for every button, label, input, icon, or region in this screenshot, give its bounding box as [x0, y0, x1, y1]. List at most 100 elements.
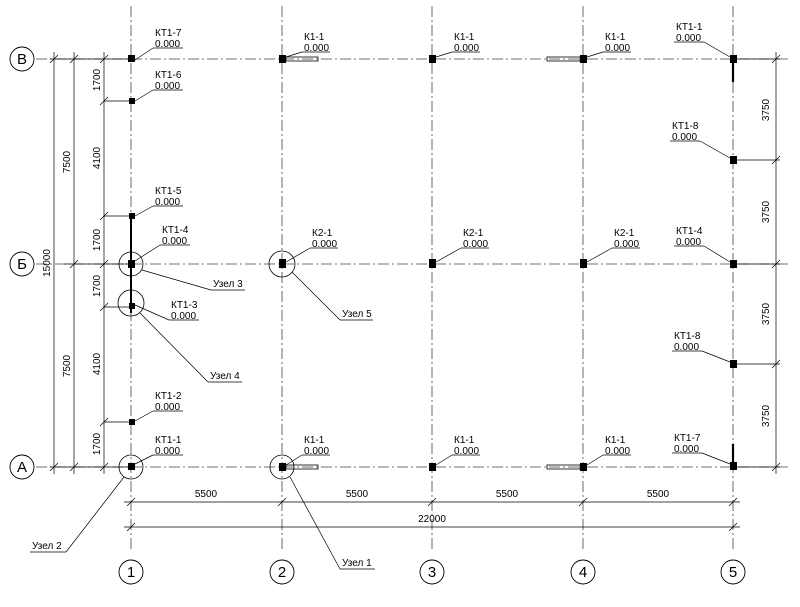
mark-kt1-4-left: КТ1-4 — [162, 225, 189, 236]
leader — [701, 452, 731, 465]
level-k1-1-bottom-3: 0.000 — [454, 446, 479, 457]
leader — [435, 51, 453, 58]
plate-k1-1-bottom-2 — [279, 463, 286, 471]
mark-leaders — [134, 41, 731, 466]
dim-tick — [126, 497, 136, 507]
node-circle-5 — [268, 250, 296, 278]
level-k1-1-bottom-4: 0.000 — [605, 446, 630, 457]
dim-tick — [771, 462, 781, 472]
leader — [435, 247, 462, 263]
plate-kt1-8-lower — [730, 360, 737, 368]
mark-kt1-7-bottom-5: КТ1-7 — [674, 433, 701, 444]
node-label-1: Узел 1 — [342, 558, 372, 569]
mark-kt1-2: КТ1-2 — [155, 391, 182, 402]
axis-label-3: 3 — [428, 564, 436, 581]
dim-total-x: 22000 — [418, 514, 446, 525]
plate-kt1-4-left — [128, 260, 135, 268]
dim-tick — [728, 522, 738, 532]
axis-grid — [36, 6, 790, 552]
level-kt1-1-top-5: 0.000 — [676, 33, 701, 44]
plate-kt1-2 — [129, 419, 135, 425]
leader — [134, 89, 154, 102]
leader-node-1 — [289, 476, 341, 570]
dim-seg-1: 1700 — [92, 68, 103, 91]
dim-tick — [771, 259, 781, 269]
level-kt1-7-bottom-5: 0.000 — [674, 444, 699, 455]
dim-seg-3: 1700 — [92, 228, 103, 251]
dim-tick — [427, 497, 437, 507]
level-kt1-6: 0.000 — [155, 81, 180, 92]
level-kt1-5: 0.000 — [155, 197, 180, 208]
mark-k2-1-2: К2-1 — [312, 228, 333, 239]
level-kt1-4-left: 0.000 — [162, 236, 187, 247]
leader — [134, 205, 154, 217]
mark-kt1-3: КТ1-3 — [171, 300, 198, 311]
dim-bay-1-2: 5500 — [195, 489, 218, 500]
plate-k1-1-top-3 — [429, 55, 436, 63]
axis-label-4: 4 — [579, 564, 587, 581]
level-kt1-2: 0.000 — [155, 402, 180, 413]
dim-tick — [771, 155, 781, 165]
axis-bubble-3 — [419, 559, 445, 585]
plate-kt1-7 — [128, 55, 135, 62]
dim-tick — [99, 211, 109, 221]
level-k1-1-bottom-2: 0.000 — [304, 446, 329, 457]
mark-k2-1-3: К2-1 — [463, 228, 484, 239]
dimensions-bottom: 5500 5500 5500 5500 22000 — [124, 489, 740, 532]
leader — [701, 350, 731, 363]
beam-top-2 — [285, 56, 319, 62]
axis-label-a: А — [17, 459, 27, 476]
dim-tick — [99, 302, 109, 312]
dim-seg-5: 4100 — [92, 352, 103, 375]
axis-label-b: Б — [17, 256, 27, 273]
dim-tick — [126, 522, 136, 532]
beam-bottom-4 — [546, 464, 581, 470]
leader — [703, 41, 731, 58]
level-kt1-8-lower: 0.000 — [674, 342, 699, 353]
mark-kt1-8-lower: КТ1-8 — [674, 331, 701, 342]
leader — [703, 245, 731, 263]
leader — [435, 454, 453, 466]
dim-tick — [99, 417, 109, 427]
mark-kt1-8-upper: КТ1-8 — [672, 121, 699, 132]
level-kt1-4-right: 0.000 — [676, 237, 701, 248]
dim-tick — [771, 359, 781, 369]
level-k1-1-top-4: 0.000 — [605, 43, 630, 54]
mark-labels: КТ1-7 0.000 КТ1-6 0.000 КТ1-5 0.000 КТ1-… — [155, 22, 703, 457]
dim-bay-3-4: 5500 — [496, 489, 519, 500]
plate-kt1-8-upper — [730, 156, 737, 164]
node-circle-2 — [118, 454, 144, 480]
mark-k1-1-top-3: К1-1 — [454, 32, 475, 43]
leader — [134, 304, 170, 321]
leader-node-5 — [291, 271, 341, 321]
level-k2-1-3: 0.000 — [463, 239, 488, 250]
leader — [586, 247, 613, 263]
level-k1-1-top-2: 0.000 — [304, 43, 329, 54]
node-label-2: Узел 2 — [32, 541, 62, 552]
plate-k1-1-top-2 — [279, 55, 286, 63]
dim-tick — [277, 497, 287, 507]
leader-node-4 — [139, 312, 209, 383]
column-line-1-elements — [128, 55, 135, 470]
mark-kt1-1-top-5: КТ1-1 — [676, 22, 703, 33]
mark-k1-1-bottom-3: К1-1 — [454, 435, 475, 446]
axis-bubble-1 — [118, 559, 144, 585]
node-label-4: Узел 4 — [210, 371, 240, 382]
mark-kt1-6: КТ1-6 — [155, 70, 182, 81]
dim-half-y-bottom: 7500 — [62, 354, 73, 377]
column-plates — [279, 55, 737, 471]
mark-kt1-1-bottom: КТ1-1 — [155, 435, 182, 446]
dim-tick — [69, 259, 79, 269]
node-label-3: Узел 3 — [213, 279, 243, 290]
level-kt1-3: 0.000 — [171, 311, 196, 322]
axis-label-v: В — [17, 51, 27, 68]
beam-bottom-2 — [285, 464, 319, 470]
dim-tick — [99, 259, 109, 269]
node-circle-4 — [117, 289, 145, 317]
dim-bay-4-5: 5500 — [647, 489, 670, 500]
dim-half-y-top: 7500 — [62, 150, 73, 173]
mark-k1-1-bottom-4: К1-1 — [605, 435, 626, 446]
leader — [134, 410, 154, 422]
leader — [134, 47, 154, 61]
